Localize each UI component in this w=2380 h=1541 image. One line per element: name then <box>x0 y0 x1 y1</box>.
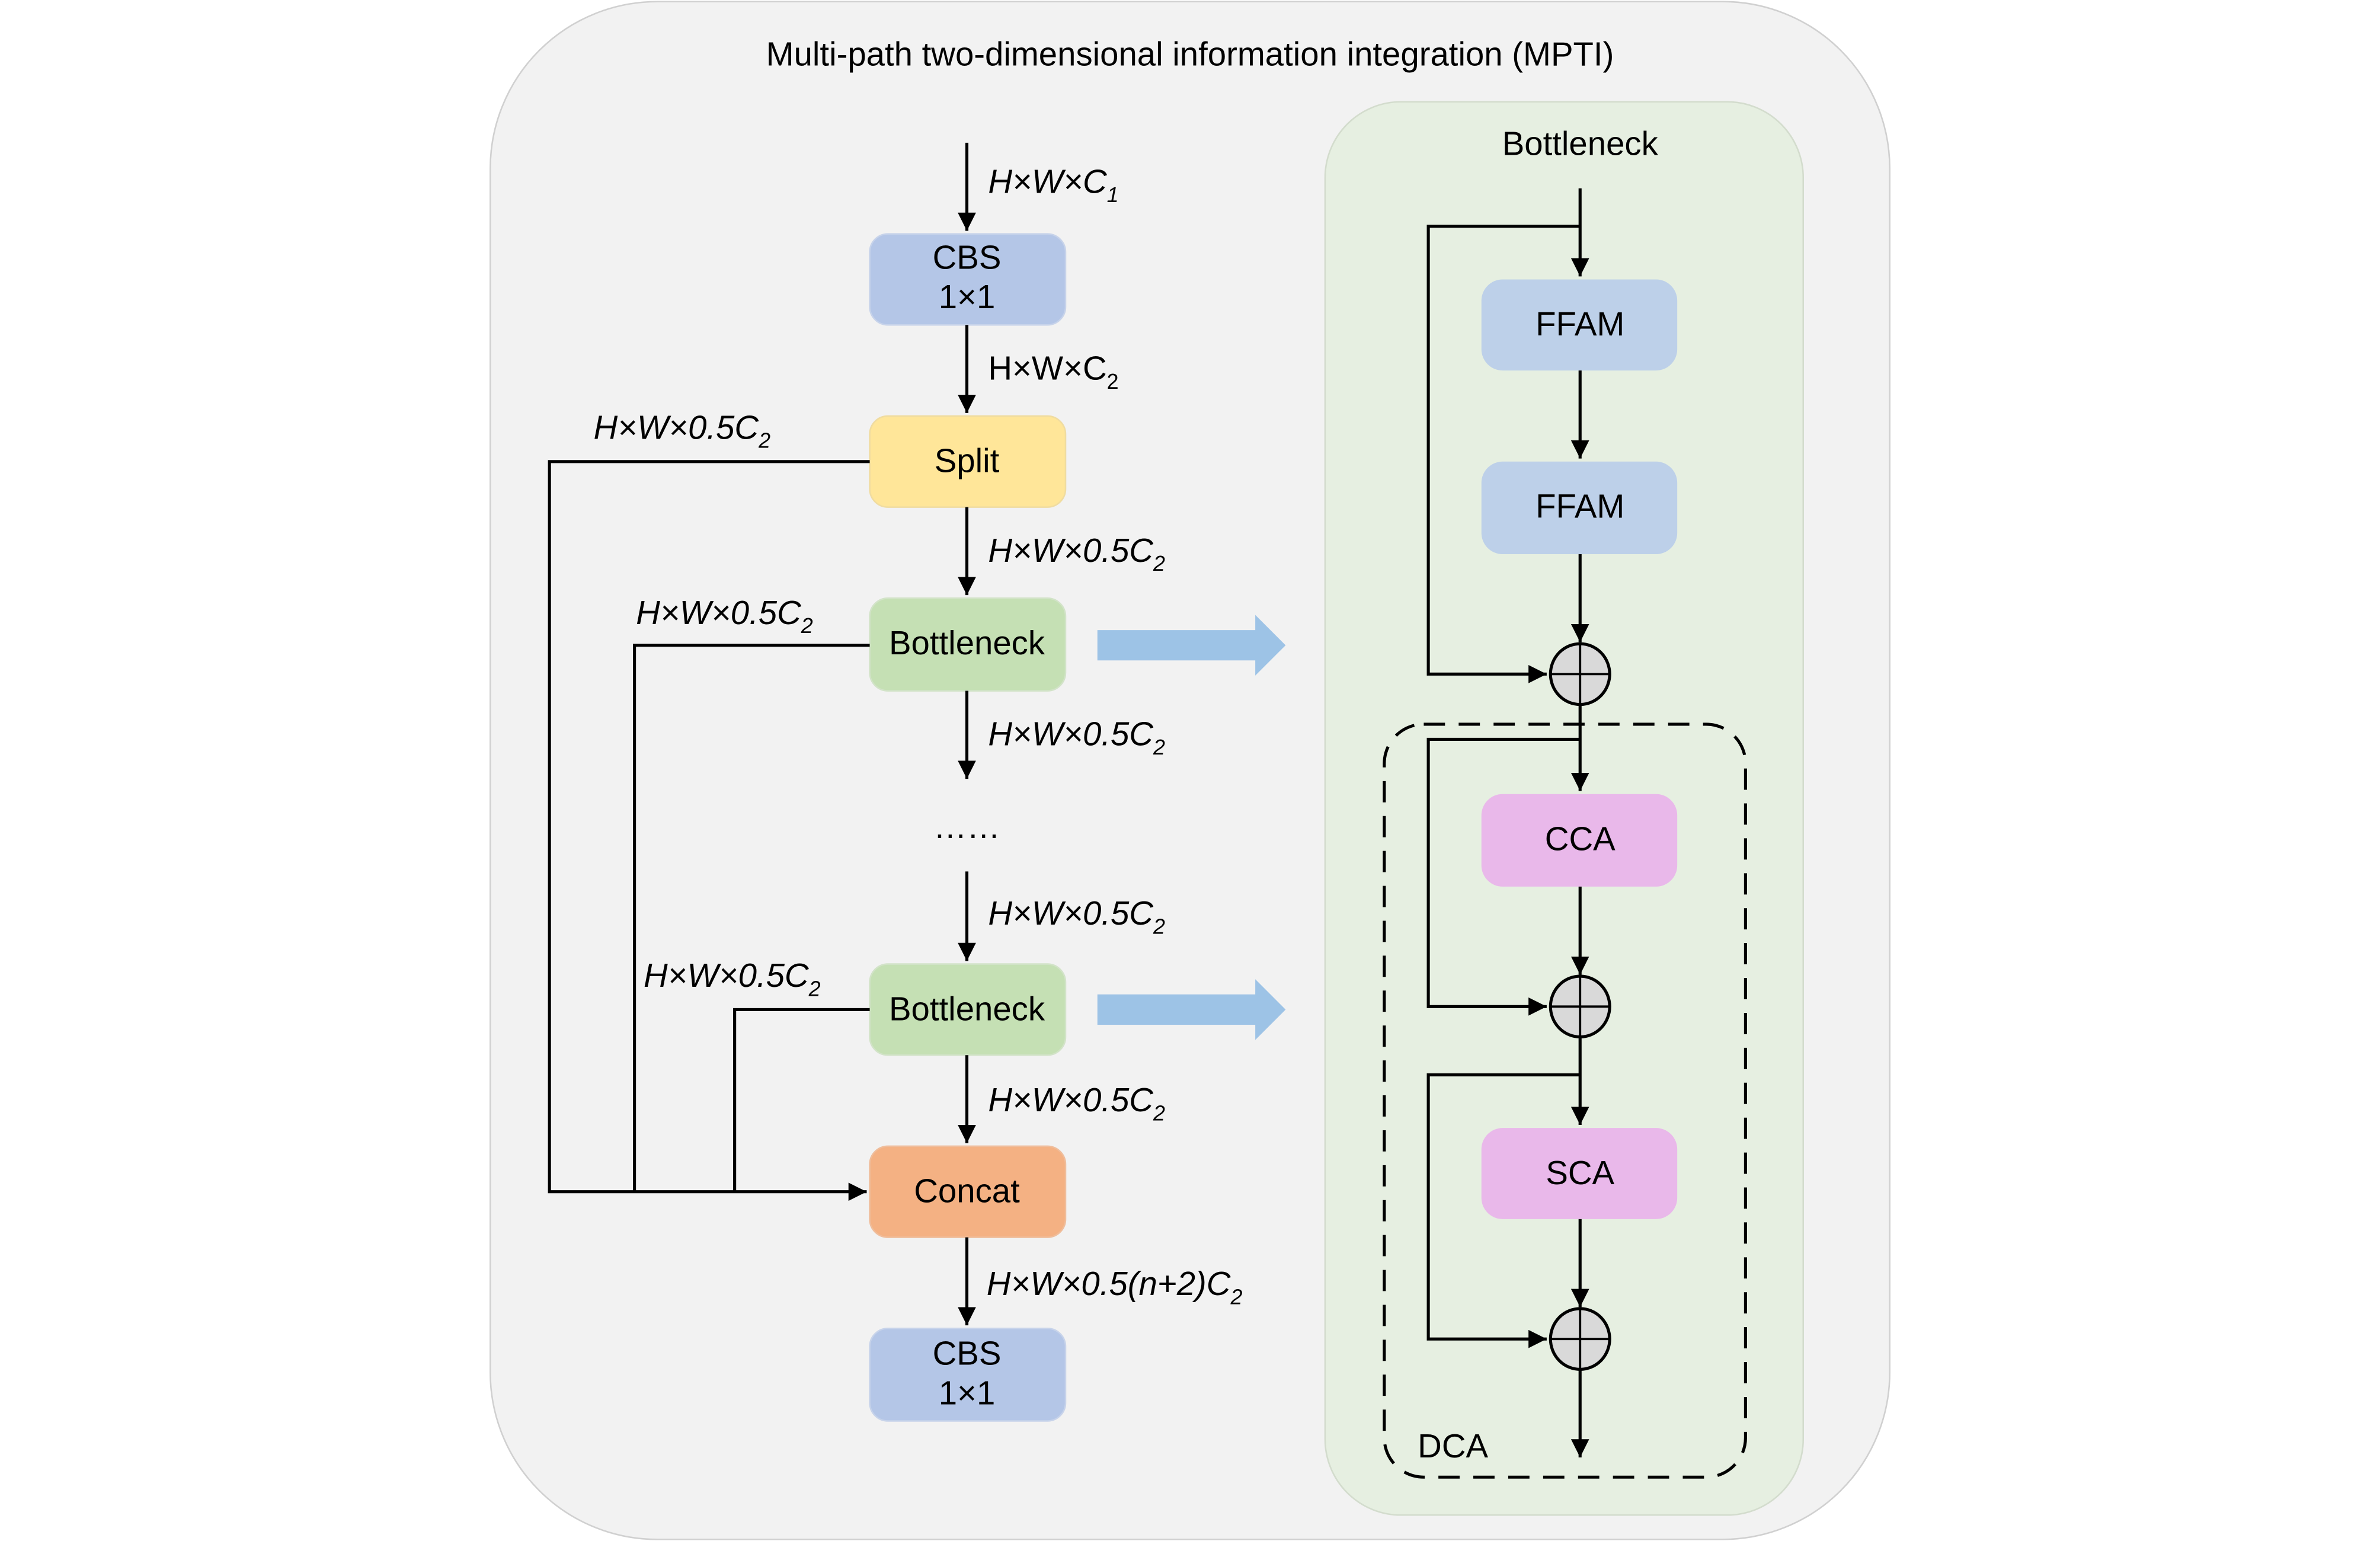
cbs-top-kernel: 1×1 <box>939 278 996 315</box>
ffam-2-label: FFAM <box>1536 488 1624 525</box>
skip-ffam <box>1426 225 1581 683</box>
concat-block[interactable]: Concat <box>869 1145 1067 1238</box>
bottleneck-1-block[interactable]: Bottleneck <box>869 597 1067 692</box>
cbs-top-label: CBS <box>933 239 1002 276</box>
cbs-bottom-block[interactable]: CBS 1×1 <box>869 1327 1067 1422</box>
bottleneck-n-label: Bottleneck <box>889 990 1045 1027</box>
label-after-cbs: H×W×C2 <box>988 349 1118 393</box>
label-bn1-down: H×W×0.5C2 <box>988 715 1165 759</box>
concat-label: Concat <box>914 1172 1020 1210</box>
cbs-bottom-kernel: 1×1 <box>939 1374 996 1411</box>
bottleneck-n-block[interactable]: Bottleneck <box>869 963 1067 1056</box>
bottleneck-1-label: Bottleneck <box>889 624 1045 661</box>
skip-bn1 <box>633 644 870 1192</box>
split-block[interactable]: Split <box>869 415 1067 508</box>
label-into-bnn: H×W×0.5C2 <box>988 894 1165 938</box>
sca-label: SCA <box>1546 1154 1614 1191</box>
dca-label: DCA <box>1418 1427 1488 1465</box>
split-label: Split <box>935 442 1000 479</box>
label-bn1-side: H×W×0.5C2 <box>636 594 813 638</box>
ellipsis: …… <box>933 808 1000 845</box>
label-split-side: H×W×0.5C2 <box>593 408 770 452</box>
cca-label: CCA <box>1545 820 1616 857</box>
ffam-1-block[interactable]: FFAM <box>1481 279 1678 371</box>
label-bnn-down: H×W×0.5C2 <box>988 1081 1165 1125</box>
sum-node-2 <box>1549 974 1611 1039</box>
ffam-2-block[interactable]: FFAM <box>1481 461 1678 555</box>
skip-sca <box>1426 1073 1581 1348</box>
ffam-1-label: FFAM <box>1536 305 1624 343</box>
skip-cca <box>1426 737 1581 1016</box>
sca-block[interactable]: SCA <box>1481 1128 1678 1219</box>
sum-node-3 <box>1549 1307 1611 1371</box>
label-split-down: H×W×0.5C2 <box>988 532 1165 576</box>
label-input: H×W×C1 <box>988 162 1118 206</box>
sum-node-1 <box>1549 642 1611 706</box>
cbs-bottom-label: CBS <box>933 1335 1002 1372</box>
dca-group <box>1383 722 1747 1479</box>
label-bnn-side: H×W×0.5C2 <box>644 957 821 1000</box>
cca-block[interactable]: CCA <box>1481 794 1678 887</box>
skip-split <box>548 460 870 1201</box>
cbs-top-block[interactable]: CBS 1×1 <box>869 233 1067 326</box>
skip-bnn <box>733 1008 870 1192</box>
label-concat-out: H×W×0.5(n+2)C2 <box>987 1265 1243 1309</box>
mpti-title: Multi-path two-dimensional information i… <box>766 35 1614 72</box>
bottleneck-detail-title: Bottleneck <box>1502 124 1659 162</box>
